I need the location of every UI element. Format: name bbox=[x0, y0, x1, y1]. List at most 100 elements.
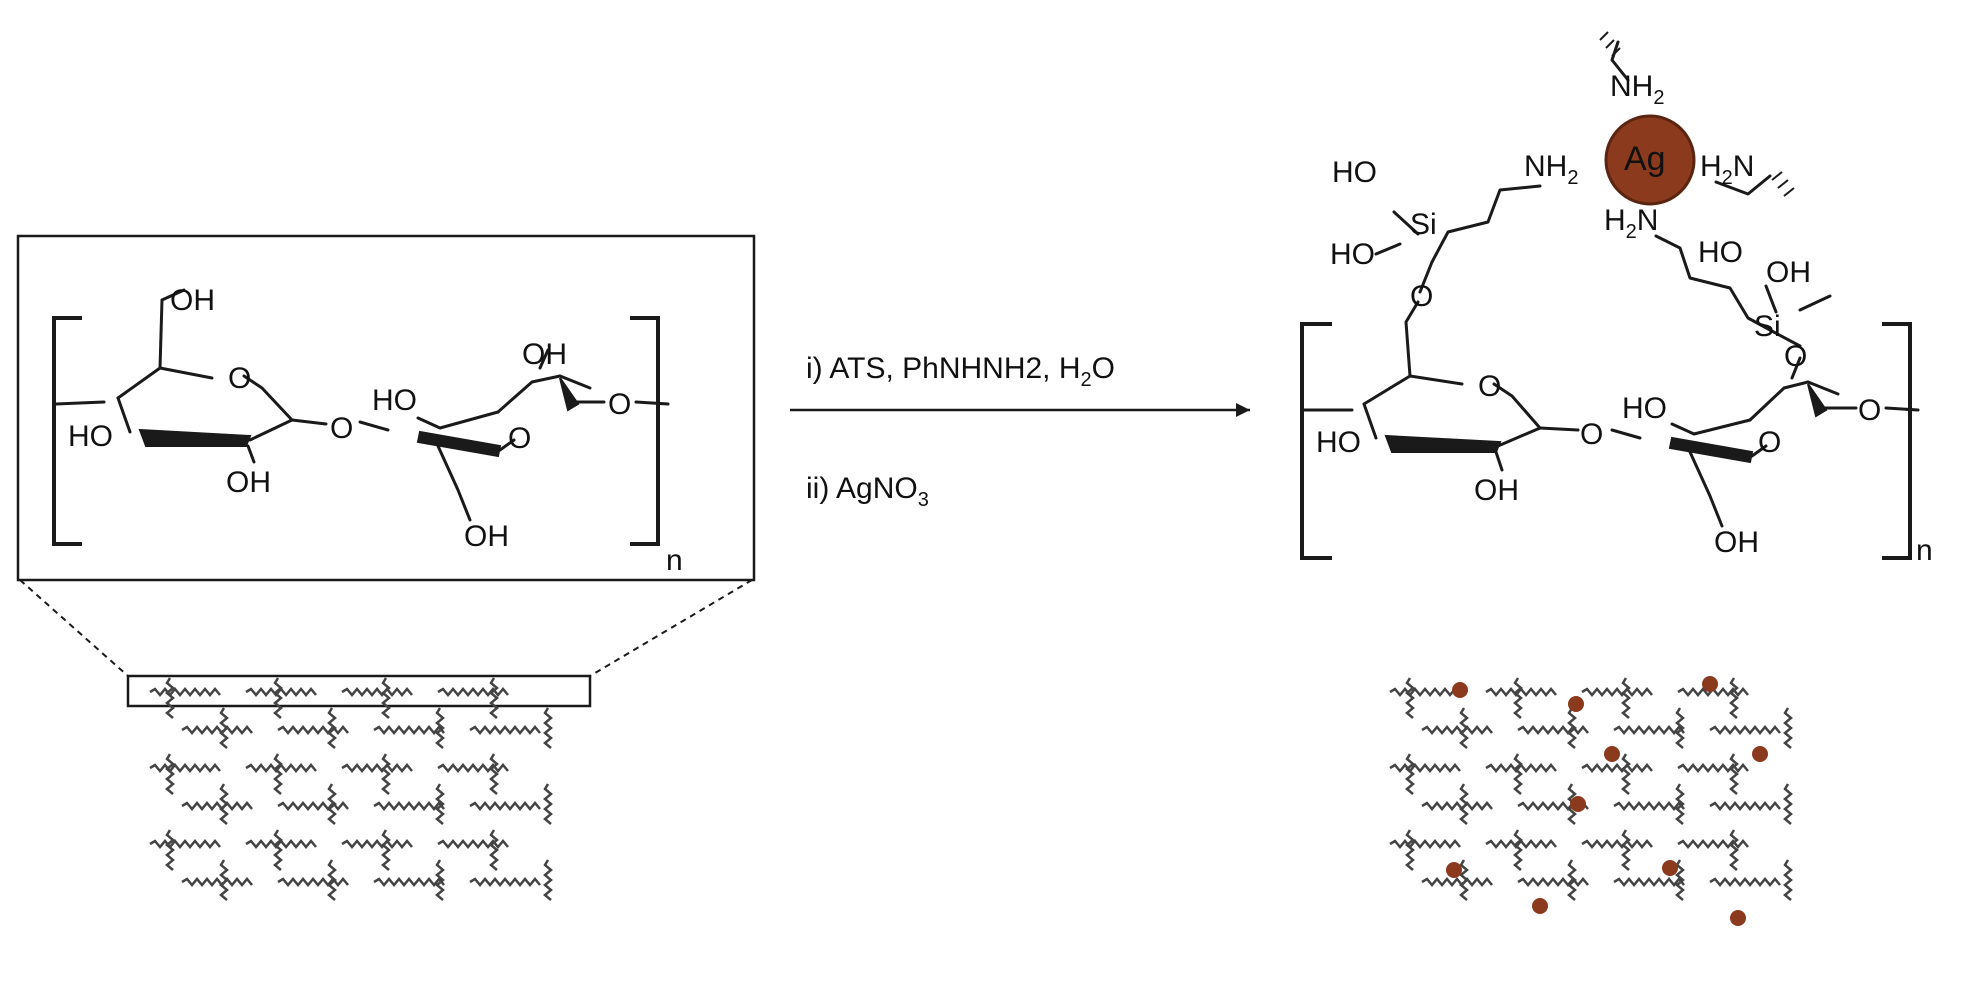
fiber-warp bbox=[1513, 829, 1523, 871]
fiber-warp bbox=[1405, 829, 1415, 871]
right-bracket bbox=[630, 316, 660, 546]
condition-step-2: ii) AgNO3 bbox=[806, 472, 929, 511]
fiber-weft bbox=[469, 801, 541, 811]
fiber-warp bbox=[435, 859, 445, 901]
label-oh-si2: OH bbox=[1766, 256, 1811, 289]
fiber-weft bbox=[277, 725, 349, 735]
fiber-weft bbox=[1389, 763, 1461, 773]
fiber-weft bbox=[1581, 763, 1653, 773]
label-ring-o1-r: O bbox=[1478, 370, 1501, 403]
silver-dot bbox=[1452, 682, 1468, 698]
label-ho-si1a: HO bbox=[1332, 156, 1377, 189]
fiber-weft bbox=[149, 687, 221, 697]
fiber-warp bbox=[381, 753, 391, 795]
fiber-weft bbox=[373, 801, 445, 811]
fiber-warp bbox=[435, 707, 445, 749]
fiber-warp bbox=[219, 859, 229, 901]
fiber-weft bbox=[437, 839, 509, 849]
modified-cellulose-structure bbox=[1302, 31, 1920, 528]
fiber-warp bbox=[1783, 707, 1793, 749]
silver-dot bbox=[1532, 898, 1548, 914]
fiber-weft bbox=[1709, 801, 1781, 811]
label-h2n-lower: H2N bbox=[1604, 204, 1658, 243]
label-ho-ring2-r: HO bbox=[1622, 392, 1667, 425]
fiber-warp bbox=[1513, 677, 1523, 719]
label-si-1: Si bbox=[1410, 208, 1437, 241]
label-ho-c3: HO bbox=[68, 420, 113, 453]
fabric-weave-right bbox=[1389, 676, 1793, 926]
label-ring-o2-r: O bbox=[1758, 426, 1781, 459]
fiber-warp bbox=[165, 677, 175, 719]
fiber-warp bbox=[435, 783, 445, 825]
label-oh-c6: OH bbox=[170, 284, 215, 317]
fiber-weft bbox=[1709, 725, 1781, 735]
label-glyco-o-r: O bbox=[1580, 418, 1603, 451]
fiber-weft bbox=[245, 763, 317, 773]
silver-dot bbox=[1752, 746, 1768, 762]
zoom-box bbox=[16, 234, 756, 582]
fiber-weft bbox=[149, 839, 221, 849]
fiber-warp bbox=[1621, 677, 1631, 719]
label-ho-c3-r: HO bbox=[1316, 426, 1361, 459]
fiber-warp bbox=[489, 677, 499, 719]
silver-dot bbox=[1568, 696, 1584, 712]
fiber-weft bbox=[245, 839, 317, 849]
fiber-weft bbox=[1709, 877, 1781, 887]
label-ring-o2: O bbox=[508, 422, 531, 455]
fiber-warp bbox=[1783, 783, 1793, 825]
label-chain-o-r: O bbox=[1858, 394, 1881, 427]
fiber-warp bbox=[1729, 753, 1739, 795]
fiber-warp bbox=[381, 677, 391, 719]
silver-nanoparticle bbox=[1604, 114, 1696, 206]
fiber-warp bbox=[489, 829, 499, 871]
fiber-warp bbox=[381, 829, 391, 871]
fiber-warp bbox=[543, 783, 553, 825]
fiber-warp bbox=[1729, 677, 1739, 719]
label-o-si2: O bbox=[1784, 340, 1807, 373]
label-oh-c2: OH bbox=[226, 466, 271, 499]
fiber-warp bbox=[327, 783, 337, 825]
right-right-bracket bbox=[1882, 322, 1912, 560]
fiber-weft bbox=[341, 687, 413, 697]
silver-dot bbox=[1604, 746, 1620, 762]
fiber-weft bbox=[1485, 687, 1557, 697]
fiber-weft bbox=[1421, 877, 1493, 887]
fiber-warp bbox=[273, 677, 283, 719]
fiber-warp bbox=[165, 753, 175, 795]
label-ho-si2: HO bbox=[1698, 236, 1743, 269]
label-oh-c2-r: OH bbox=[1474, 474, 1519, 507]
fiber-weft bbox=[437, 763, 509, 773]
fiber-weft bbox=[1389, 839, 1461, 849]
fiber-warp bbox=[1459, 859, 1469, 901]
fiber-weft bbox=[1389, 687, 1461, 697]
fiber-weft bbox=[1421, 725, 1493, 735]
fiber-warp bbox=[1621, 829, 1631, 871]
fiber-warp bbox=[1513, 753, 1523, 795]
fiber-weft bbox=[1517, 877, 1589, 887]
fiber-warp bbox=[1783, 859, 1793, 901]
fiber-weft bbox=[341, 839, 413, 849]
label-n-right: n bbox=[1916, 534, 1933, 567]
fiber-warp bbox=[327, 707, 337, 749]
fiber-weft bbox=[277, 801, 349, 811]
fiber-warp bbox=[543, 707, 553, 749]
fiber-weft bbox=[1485, 839, 1557, 849]
silver-dot bbox=[1570, 796, 1586, 812]
label-nh2-left: NH2 bbox=[1524, 150, 1578, 189]
label-nh2-top: NH2 bbox=[1610, 70, 1664, 109]
fiber-warp bbox=[1459, 783, 1469, 825]
fiber-warp bbox=[165, 829, 175, 871]
fiber-weft bbox=[1613, 725, 1685, 735]
fiber-weft bbox=[1677, 763, 1749, 773]
fiber-weft bbox=[1485, 763, 1557, 773]
fiber-warp bbox=[1405, 753, 1415, 795]
cellulose-structure bbox=[54, 288, 670, 522]
label-o-si1: O bbox=[1410, 280, 1433, 313]
fiber-warp bbox=[1459, 707, 1469, 749]
label-ring-o1: O bbox=[228, 362, 251, 395]
fiber-weft bbox=[437, 687, 509, 697]
fiber-weft bbox=[373, 725, 445, 735]
zoom-line-right bbox=[589, 579, 753, 677]
fiber-warp bbox=[273, 753, 283, 795]
